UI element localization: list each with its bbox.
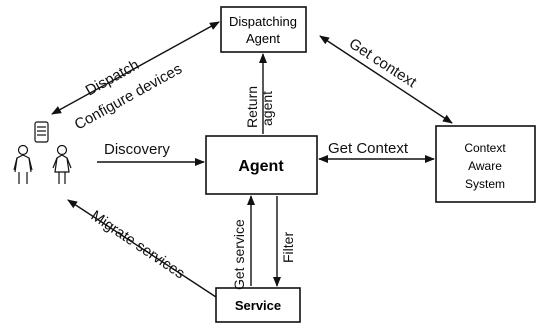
return-agent-label-line1: Return — [244, 86, 260, 128]
migrate-services-edge — [67, 199, 217, 298]
agent-box: Agent — [205, 135, 318, 195]
return-agent-label-line2: agent — [259, 91, 275, 126]
filter-label: Filter — [280, 232, 296, 263]
dispatching-agent-line1: Dispatching — [229, 14, 297, 29]
get-context-top-label: Get context — [346, 35, 420, 91]
context-system-line3: System — [465, 177, 505, 191]
get-service-label: Get service — [231, 219, 247, 290]
context-aware-system-box: Context Aware System — [435, 125, 536, 203]
context-system-line1: Context — [464, 141, 506, 155]
get-context-mid-label: Get Context — [328, 140, 409, 157]
discovery-label: Discovery — [104, 141, 170, 158]
get-context-top-edge — [319, 35, 453, 124]
context-system-line2: Aware — [468, 159, 502, 173]
dispatching-agent-box: Dispatching Agent — [220, 6, 307, 53]
service-label: Service — [235, 298, 281, 313]
users-with-device-icon — [13, 121, 72, 184]
agent-label: Agent — [238, 158, 284, 175]
dispatching-agent-line2: Agent — [246, 31, 280, 46]
service-box: Service — [215, 287, 301, 323]
migrate-services-label: Migrate services — [88, 207, 188, 282]
dispatch-edge — [51, 21, 220, 115]
